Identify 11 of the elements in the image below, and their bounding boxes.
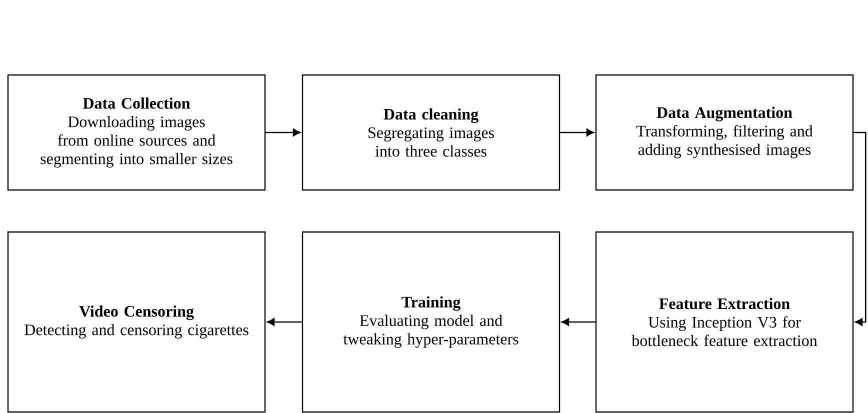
- process-box: Data Augmentation Transforming, filtering and adding synthesised images: [595, 74, 854, 191]
- arrow: [267, 318, 302, 326]
- arrow: [266, 128, 300, 136]
- process-box: Training Evaluating model and tweaking hyper-parameters: [302, 231, 560, 413]
- process-box: Data Collection Downloading images from online sources and segmenting into smaller sizes: [7, 74, 266, 191]
- arrow: [854, 132, 866, 326]
- process-box: Data cleaning Segregating images into three classes: [302, 74, 560, 191]
- process-box: Video Censoring Detecting and censoring cigarettes: [7, 231, 266, 413]
- arrow: [560, 128, 594, 136]
- arrow: [562, 318, 596, 326]
- process-box: Feature Extraction Using Inception V3 for bottleneck feature extraction: [595, 231, 854, 413]
